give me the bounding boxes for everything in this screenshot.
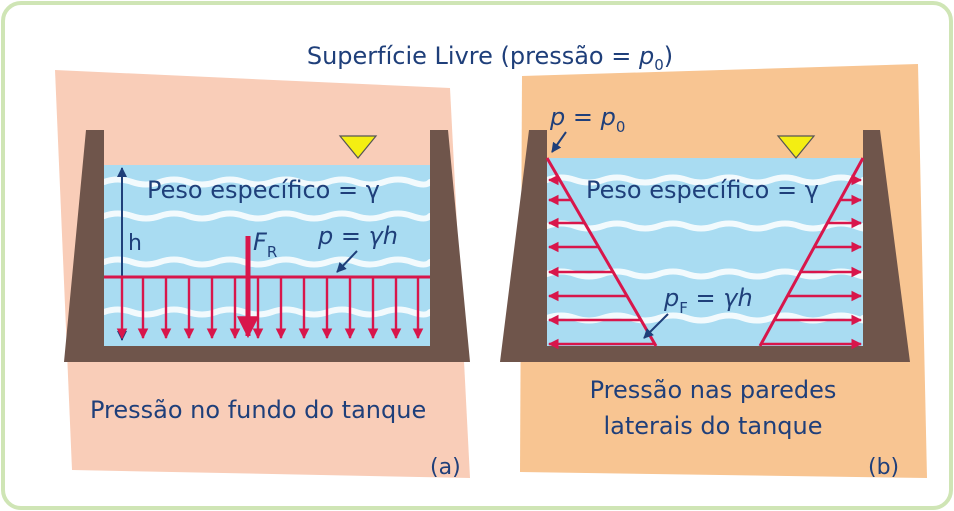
caption-b-line1: Pressão nas paredes xyxy=(590,376,837,404)
waves-a xyxy=(101,176,433,318)
wave-line xyxy=(544,268,868,280)
wave-line xyxy=(101,210,433,222)
pressure-triangle-right xyxy=(758,157,865,347)
wave-line xyxy=(544,174,868,186)
wave-line xyxy=(101,176,433,188)
specific-weight-label-b: Peso específico = γ xyxy=(586,176,819,204)
pressure-arrows-b xyxy=(547,174,863,350)
pressure-pointer-a xyxy=(336,250,358,273)
free-surface-title: Superfície Livre (pressão = p0) xyxy=(307,42,673,74)
tag-a: (a) xyxy=(430,455,461,480)
pressure-triangle-left xyxy=(545,157,658,347)
tank-walls-b xyxy=(500,130,910,362)
surface-pressure-label: p = p0 xyxy=(549,103,625,136)
bottom-pressure-pointer xyxy=(643,313,669,339)
downward-triangle-icon xyxy=(776,135,816,159)
resultant-force-label: FR xyxy=(253,228,277,261)
wave-line xyxy=(101,306,433,318)
wave-line xyxy=(544,312,868,324)
caption-b-line2: laterais do tanque xyxy=(603,412,822,440)
bottom-pressure-label: pF = γh xyxy=(663,284,753,317)
caption-a: Pressão no fundo do tanque xyxy=(90,396,426,424)
panel-a: h Peso específico = γ FR p = γh Pressão … xyxy=(64,130,470,480)
tag-b: (b) xyxy=(868,455,899,480)
specific-weight-label-a: Peso específico = γ xyxy=(147,176,380,204)
downward-triangle-icon xyxy=(338,135,378,159)
h-label: h xyxy=(128,231,142,256)
pressure-label-a: p = γh xyxy=(317,222,398,250)
wave-line xyxy=(101,256,433,268)
surface-pressure-pointer xyxy=(551,131,567,153)
panel-b: p = p0 Peso específico = γ pF = γh Press… xyxy=(500,103,910,480)
pressure-arrows-a xyxy=(116,277,424,340)
